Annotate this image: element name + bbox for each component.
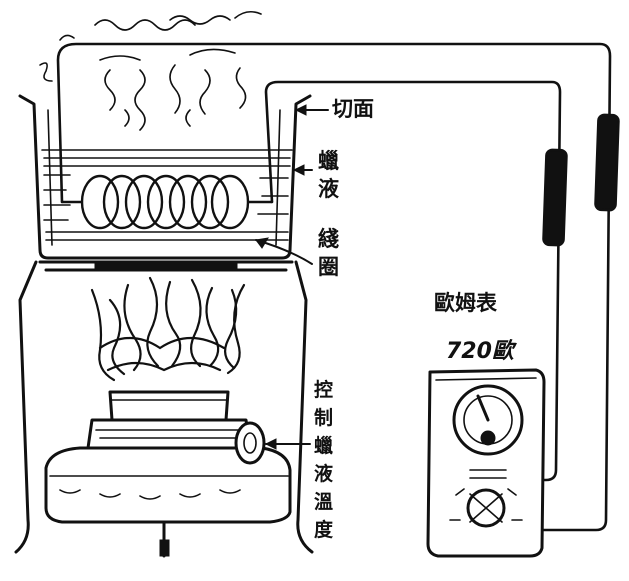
label-wax-liquid: 蠟 液 bbox=[318, 149, 339, 201]
burner-icon bbox=[44, 390, 292, 558]
arrowheads bbox=[255, 104, 307, 450]
coil-icon bbox=[60, 174, 274, 230]
thermometer-icon bbox=[234, 421, 266, 465]
flame-icon bbox=[90, 276, 246, 382]
label-wax-liquid-char-1: 蠟 bbox=[318, 149, 339, 173]
label-coil-char-2: 圈 bbox=[318, 255, 339, 279]
label-control-char-2: 制 bbox=[314, 406, 333, 429]
label-wax-liquid-char-2: 液 bbox=[318, 177, 339, 201]
label-control-char-5: 溫 bbox=[314, 490, 333, 513]
label-cut-surface: 切面 bbox=[332, 97, 374, 121]
ohmmeter-title: 歐姆表 bbox=[434, 291, 498, 315]
ohmmeter-reading: 720歐 bbox=[446, 339, 518, 364]
label-control-char-3: 蠟 bbox=[314, 434, 333, 457]
steam-icon bbox=[39, 10, 262, 131]
stand-icon bbox=[14, 260, 314, 554]
label-cut-surface-text: 切面 bbox=[332, 97, 374, 121]
label-control-char-1: 控 bbox=[314, 378, 333, 401]
wire-icon bbox=[56, 42, 620, 532]
ohmmeter-icon bbox=[426, 368, 546, 558]
label-coil: 綫 圈 bbox=[318, 227, 339, 279]
label-control-temperature: 控 制 蠟 液 溫 度 bbox=[314, 378, 334, 541]
label-control-char-4: 液 bbox=[314, 462, 334, 485]
label-coil-char-1: 綫 bbox=[318, 227, 339, 251]
label-control-char-6: 度 bbox=[314, 518, 334, 541]
label-ohmmeter: 歐姆表 720歐 bbox=[434, 291, 518, 364]
